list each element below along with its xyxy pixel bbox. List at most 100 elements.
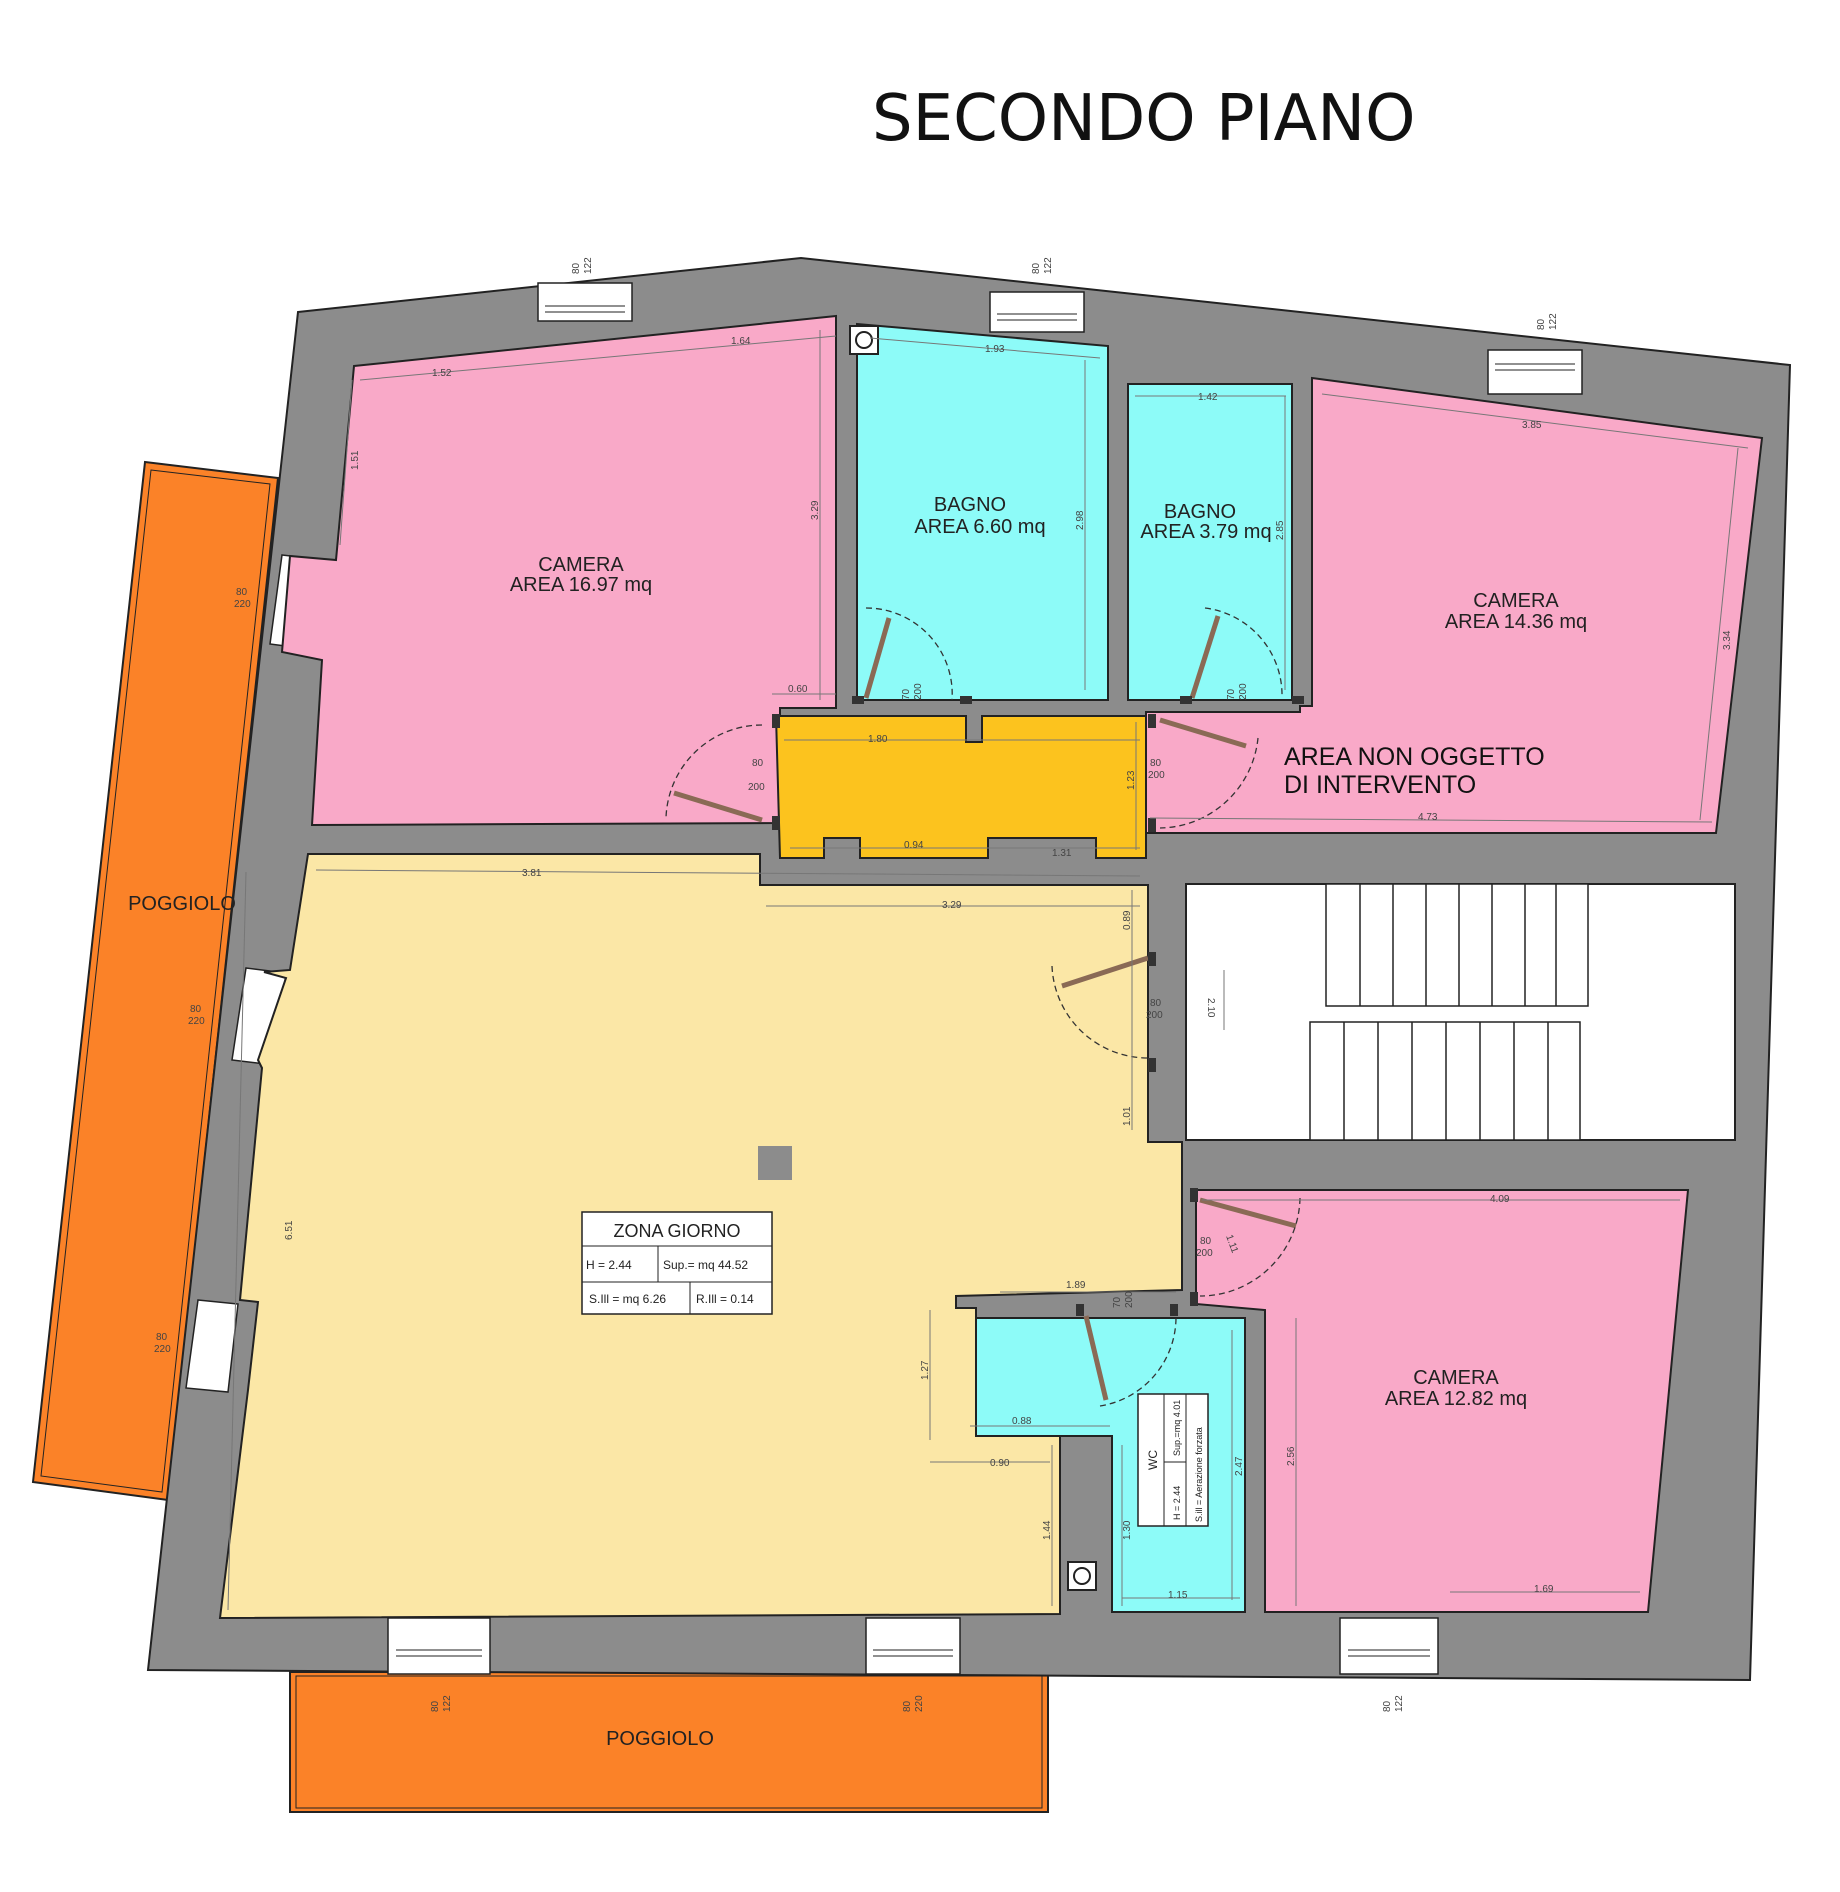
poggiolo-south bbox=[289, 1671, 1049, 1813]
plan-title: SECONDO PIANO bbox=[872, 82, 1416, 156]
window-south-3-h: 122 bbox=[1394, 1695, 1405, 1712]
dim-2-56: 2.56 bbox=[1286, 1446, 1297, 1466]
zona-giorno-h: H = 2.44 bbox=[586, 1258, 632, 1272]
dim-4-73: 4.73 bbox=[1418, 812, 1438, 823]
window-south-1-h: 122 bbox=[442, 1695, 453, 1712]
dim-0-90: 0.90 bbox=[990, 1458, 1010, 1469]
area-non-oggetto-line2: DI INTERVENTO bbox=[1284, 771, 1476, 799]
camera-2-area: AREA 14.36 mq bbox=[1445, 611, 1587, 633]
window-south-3-w: 80 bbox=[1382, 1700, 1393, 1712]
door-camera-1-h: 200 bbox=[748, 782, 765, 793]
window-top-1-h: 122 bbox=[583, 257, 594, 274]
bagno-2-area: AREA 3.79 mq bbox=[1140, 521, 1271, 543]
dim-0-89: 0.89 bbox=[1122, 910, 1133, 930]
camera-2-name: CAMERA bbox=[1473, 590, 1559, 612]
dim-2-85: 2.85 bbox=[1275, 520, 1286, 540]
dim-1-93: 1.93 bbox=[985, 344, 1005, 355]
dim-1-42: 1.42 bbox=[1198, 392, 1218, 403]
window-top-1-w: 80 bbox=[571, 262, 582, 274]
window-south-3 bbox=[1339, 1617, 1439, 1675]
bagno-1-name: BAGNO bbox=[934, 494, 1006, 516]
dim-2-98: 2.98 bbox=[1075, 510, 1086, 530]
dim-1-52: 1.52 bbox=[432, 368, 452, 379]
dim-1-89: 1.89 bbox=[1066, 1280, 1086, 1291]
dim-3-29a: 3.29 bbox=[810, 500, 821, 520]
zona-giorno-sup: Sup.= mq 44.52 bbox=[663, 1258, 748, 1272]
window-top-1 bbox=[537, 282, 633, 322]
zona-giorno-title: ZONA GIORNO bbox=[613, 1221, 740, 1241]
window-top-3 bbox=[1487, 349, 1583, 395]
room-bagno-1 bbox=[856, 322, 1109, 701]
dim-1-64: 1.64 bbox=[731, 336, 751, 347]
dim-6-51: 6.51 bbox=[284, 1220, 295, 1240]
dim-3-34: 3.34 bbox=[1722, 630, 1733, 650]
window-south-2 bbox=[865, 1617, 961, 1675]
dim-1-15: 1.15 bbox=[1168, 1590, 1188, 1601]
door-camera-3-w: 80 bbox=[1200, 1236, 1212, 1247]
door-bagno-2-w: 70 bbox=[1226, 688, 1237, 700]
shaft-wc bbox=[1067, 1561, 1097, 1591]
dim-0-94: 0.94 bbox=[904, 840, 924, 851]
dim-3-85: 3.85 bbox=[1522, 420, 1542, 431]
door-bagno-1-w: 70 bbox=[901, 688, 912, 700]
dim-1-27: 1.27 bbox=[920, 1360, 931, 1380]
door-bagno-2-h: 200 bbox=[1238, 683, 1249, 700]
door-wc-w: 70 bbox=[1112, 1296, 1123, 1308]
zona-giorno-sill: S.Ill = mq 6.26 bbox=[589, 1292, 666, 1306]
window-top-3-h: 122 bbox=[1548, 313, 1559, 330]
dim-0-88: 0.88 bbox=[1012, 1416, 1032, 1427]
dim-1-69: 1.69 bbox=[1534, 1584, 1554, 1595]
zona-giorno-rill: R.Ill = 0.14 bbox=[696, 1292, 754, 1306]
window-west-3-w: 80 bbox=[156, 1332, 168, 1343]
dim-1-01: 1.01 bbox=[1122, 1106, 1133, 1126]
dim-1-80: 1.80 bbox=[868, 734, 888, 745]
window-west-1-h: 220 bbox=[234, 599, 251, 610]
door-bagno-1-h: 200 bbox=[913, 683, 924, 700]
poggiolo-south-label: POGGIOLO bbox=[606, 1728, 714, 1750]
dim-2-47: 2.47 bbox=[1234, 1456, 1245, 1476]
wc-sup: Sup.=mq 4.01 bbox=[1172, 1400, 1182, 1456]
window-west-3 bbox=[185, 1299, 239, 1393]
camera-3-area: AREA 12.82 mq bbox=[1385, 1388, 1527, 1410]
door-camera-2-w: 80 bbox=[1150, 758, 1162, 769]
bagno-1-area: AREA 6.60 mq bbox=[914, 516, 1045, 538]
window-south-1 bbox=[387, 1617, 491, 1675]
dim-2-10: 2.10 bbox=[1205, 998, 1216, 1018]
dim-4-09: 4.09 bbox=[1490, 1194, 1510, 1205]
window-top-3-w: 80 bbox=[1536, 318, 1547, 330]
door-stair-w: 80 bbox=[1150, 998, 1162, 1009]
window-west-2-w: 80 bbox=[190, 1004, 202, 1015]
dim-1-51: 1.51 bbox=[350, 450, 361, 470]
area-non-oggetto-line1: AREA NON OGGETTO bbox=[1284, 743, 1545, 771]
camera-1-area: AREA 16.97 mq bbox=[510, 574, 652, 596]
dim-3-29b: 3.29 bbox=[942, 900, 962, 911]
wc-table: WC H = 2.44 Sup.=mq 4.01 S.ill = Aerazio… bbox=[1137, 1393, 1209, 1527]
camera-1-name: CAMERA bbox=[538, 554, 624, 576]
poggiolo-west-label: POGGIOLO bbox=[128, 893, 236, 915]
window-west-2-h: 220 bbox=[188, 1016, 205, 1027]
window-west-1-w: 80 bbox=[236, 587, 248, 598]
window-top-2 bbox=[989, 291, 1085, 333]
pillar bbox=[758, 1146, 792, 1180]
window-west-3-h: 220 bbox=[154, 1344, 171, 1355]
room-camera-1 bbox=[280, 314, 837, 827]
window-south-1-w: 80 bbox=[430, 1700, 441, 1712]
dim-3-81: 3.81 bbox=[522, 868, 542, 879]
doors bbox=[665, 607, 1301, 1407]
shaft-top bbox=[849, 325, 879, 355]
wc-h: H = 2.44 bbox=[1172, 1486, 1182, 1520]
wc-sill: S.ill = Aerazione forzata bbox=[1194, 1427, 1204, 1522]
window-south-2-w: 80 bbox=[902, 1700, 913, 1712]
door-camera-3-h: 200 bbox=[1196, 1248, 1213, 1259]
door-camera-1-w: 80 bbox=[752, 758, 764, 769]
door-camera-2-h: 200 bbox=[1148, 770, 1165, 781]
dim-0-60: 0.60 bbox=[788, 684, 808, 695]
room-wc bbox=[975, 1317, 1246, 1613]
bagno-2-name: BAGNO bbox=[1164, 501, 1236, 523]
room-camera-2 bbox=[1145, 376, 1764, 834]
zona-giorno-table: ZONA GIORNO H = 2.44 Sup.= mq 44.52 S.Il… bbox=[581, 1211, 773, 1315]
dim-1-44: 1.44 bbox=[1042, 1520, 1053, 1540]
dim-1-30: 1.30 bbox=[1122, 1520, 1133, 1540]
camera-3-name: CAMERA bbox=[1413, 1367, 1499, 1389]
